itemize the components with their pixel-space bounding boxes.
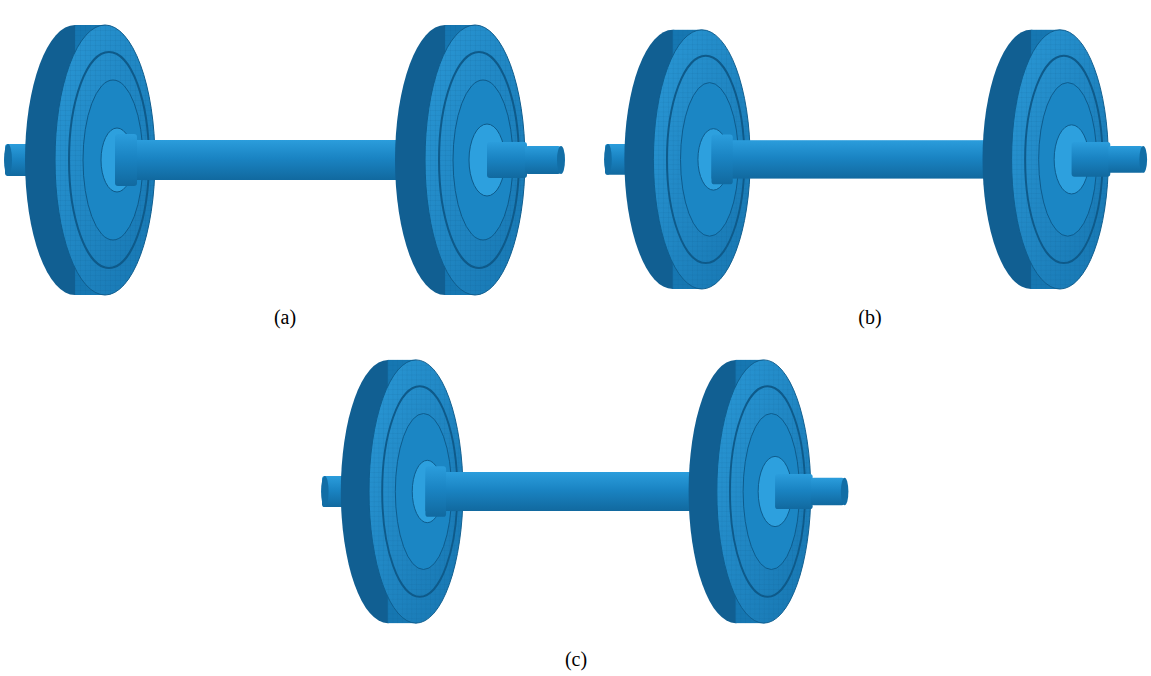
subfigure-label: (b) [858,306,881,329]
subfigure-label: (a) [274,306,296,329]
wheelset-a [4,25,565,295]
wheelset-c [321,360,848,623]
wheelset-b [604,30,1147,289]
subfigure-label: (c) [565,648,587,671]
